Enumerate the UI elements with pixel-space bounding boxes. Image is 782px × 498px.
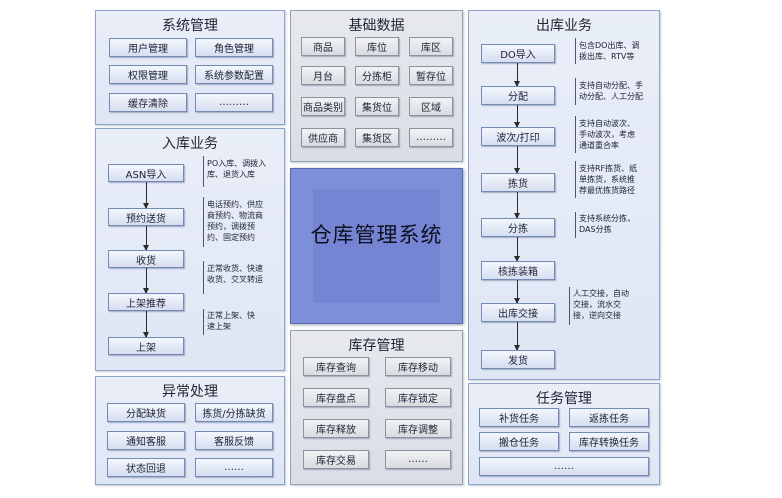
inbound-panel: 入库业务 ASN导入 预约送货 收货 上架推荐 上架 PO入库、调拨入 库、退货…: [95, 128, 285, 371]
inventory-count-button[interactable]: 库存盘点: [303, 388, 369, 407]
base-more-button[interactable]: ………: [409, 128, 453, 147]
cache-clear-button[interactable]: 缓存清除: [109, 93, 187, 112]
outbound-note-wave: 支持自动波次、 手动波次，考虑 通道重合率: [579, 119, 635, 150]
outbound-bracket-5: [575, 212, 576, 238]
outbound-arrow-4: [514, 192, 520, 219]
outbound-arrow-7: [514, 322, 520, 351]
system-center-title: 仓库管理系统: [310, 223, 443, 247]
base-item-region[interactable]: 区域: [409, 97, 453, 116]
exception-title: 异常处理: [162, 384, 218, 400]
outbound-note-picking: 支持RF拣货、纸 单拣货，系统推 荐最优拣货路径: [579, 164, 638, 195]
inbound-arrow-4: [143, 311, 149, 338]
replenish-task-button[interactable]: 补货任务: [479, 408, 559, 427]
outbound-step-allocation[interactable]: 分配: [481, 86, 555, 105]
outbound-bracket-6: [569, 287, 570, 325]
inbound-bracket-3: [203, 261, 204, 294]
inbound-arrow-2: [143, 226, 149, 251]
task-title: 任务管理: [536, 391, 592, 407]
inventory-more-button[interactable]: ……: [385, 450, 451, 469]
inventory-title: 库存管理: [348, 338, 405, 354]
inventory-lock-button[interactable]: 库存锁定: [385, 388, 451, 407]
task-more-button[interactable]: ……: [479, 457, 649, 476]
base-item-sorting-cabinet[interactable]: 分拣柜: [355, 66, 399, 85]
outbound-step-wave-print[interactable]: 波次/打印: [481, 127, 555, 146]
permission-management-button[interactable]: 权限管理: [109, 65, 187, 84]
inventory-transaction-button[interactable]: 库存交易: [303, 450, 369, 469]
inventory-adjust-button[interactable]: 库存调整: [385, 419, 451, 438]
base-item-location[interactable]: 库位: [355, 37, 399, 56]
outbound-arrow-2: [514, 105, 520, 128]
inventory-query-button[interactable]: 库存查询: [303, 357, 369, 376]
inventory-move-button[interactable]: 库存移动: [385, 357, 451, 376]
outbound-arrow-3: [514, 146, 520, 174]
outbound-arrow-6: [514, 280, 520, 304]
base-data-title: 基础数据: [348, 18, 405, 34]
outbound-step-sorting[interactable]: 分拣: [481, 218, 555, 237]
inventory-release-button[interactable]: 库存释放: [303, 419, 369, 438]
base-data-panel: 基础数据 商品 库位 库区 月台 分拣柜 暂存位 商品类别 集货位 区域 供应商…: [290, 10, 463, 162]
base-item-goods[interactable]: 商品: [301, 37, 345, 56]
notify-service-button[interactable]: 通知客服: [107, 431, 185, 450]
inbound-step-asn-import[interactable]: ASN导入: [108, 164, 184, 182]
system-more-button[interactable]: ………: [195, 93, 273, 112]
system-parameter-config-button[interactable]: 系统参数配置: [195, 65, 273, 84]
inbound-note-booking: 电话预约、供应 商预约、物流商 预约，调拨预 约、固定预约: [207, 200, 263, 242]
outbound-note-sorting: 支持系统分拣， DAS分拣: [579, 214, 635, 234]
move-task-button[interactable]: 搬仓任务: [479, 432, 559, 451]
outbound-bracket-2: [575, 78, 576, 105]
system-center-inner: [313, 189, 440, 303]
exception-more-button[interactable]: ……: [195, 458, 273, 477]
inbound-step-booking[interactable]: 预约送货: [108, 208, 184, 226]
allocation-shortage-button[interactable]: 分配缺货: [107, 403, 185, 422]
inbound-note-receiving: 正常收货、快速 收货、交叉转运: [207, 264, 263, 284]
base-item-goods-category[interactable]: 商品类别: [301, 97, 345, 116]
inbound-bracket-2: [203, 197, 204, 247]
outbound-note-handover: 人工交接，自动 交接，流水交 接，逆向交接: [573, 289, 629, 320]
system-management-panel: 系统管理 用户管理 角色管理 权限管理 系统参数配置 缓存清除 ………: [95, 10, 285, 125]
inbound-title: 入库业务: [162, 136, 218, 152]
outbound-step-check-pack[interactable]: 核拣装箱: [481, 261, 555, 280]
outbound-step-shipping[interactable]: 发货: [481, 350, 555, 369]
outbound-panel: 出库业务 DO导入 分配 波次/打印 拣货 分拣 核拣装箱 出库交接 发货 包含…: [468, 10, 660, 380]
inventory-panel: 库存管理 库存查询 库存移动 库存盘点 库存锁定 库存释放 库存调整 库存交易 …: [290, 330, 463, 485]
service-feedback-button[interactable]: 客服反馈: [195, 431, 273, 450]
inbound-arrow-3: [143, 268, 149, 294]
outbound-note-allocation: 支持自动分配、手 动分配、人工分配: [579, 81, 643, 101]
base-item-dock[interactable]: 月台: [301, 66, 345, 85]
picking-shortage-button[interactable]: 拣货/分拣缺货: [195, 403, 273, 422]
inbound-note-asn: PO入库、调拨入 库、退货入库: [207, 159, 267, 179]
outbound-arrow-1: [514, 63, 520, 87]
outbound-bracket-1: [575, 38, 576, 64]
outbound-arrow-5: [514, 237, 520, 262]
base-item-supplier[interactable]: 供应商: [301, 128, 345, 147]
return-pick-task-button[interactable]: 返拣任务: [569, 408, 649, 427]
base-item-consolidation-area[interactable]: 集货区: [355, 128, 399, 147]
outbound-bracket-3: [575, 116, 576, 153]
base-item-consolidation-slot[interactable]: 集货位: [355, 97, 399, 116]
status-rollback-button[interactable]: 状态回退: [107, 458, 185, 477]
inbound-step-receiving[interactable]: 收货: [108, 250, 184, 268]
inventory-convert-task-button[interactable]: 库存转换任务: [569, 432, 649, 451]
user-management-button[interactable]: 用户管理: [109, 38, 187, 57]
inbound-bracket-4: [203, 309, 204, 335]
system-center-card: 仓库管理系统: [290, 168, 463, 324]
inbound-note-putaway: 正常上架、快 速上架: [207, 311, 255, 331]
task-panel: 任务管理 补货任务 返拣任务 搬仓任务 库存转换任务 ……: [468, 383, 660, 485]
role-management-button[interactable]: 角色管理: [195, 38, 273, 57]
inbound-bracket-1: [203, 156, 204, 187]
outbound-title: 出库业务: [536, 18, 592, 34]
inbound-step-putaway[interactable]: 上架: [108, 337, 184, 355]
outbound-note-do-import: 包含DO出库、调 拨出库、RTV等: [579, 41, 640, 61]
outbound-bracket-4: [575, 161, 576, 198]
inbound-step-putaway-recommend[interactable]: 上架推荐: [108, 293, 184, 311]
outbound-step-do-import[interactable]: DO导入: [481, 44, 555, 63]
inbound-arrow-1: [143, 182, 149, 209]
outbound-step-handover[interactable]: 出库交接: [481, 303, 555, 322]
system-management-title: 系统管理: [162, 18, 218, 34]
base-item-staging[interactable]: 暂存位: [409, 66, 453, 85]
exception-panel: 异常处理 分配缺货 拣货/分拣缺货 通知客服 客服反馈 状态回退 ……: [95, 376, 285, 485]
outbound-step-picking[interactable]: 拣货: [481, 173, 555, 192]
base-item-zone[interactable]: 库区: [409, 37, 453, 56]
